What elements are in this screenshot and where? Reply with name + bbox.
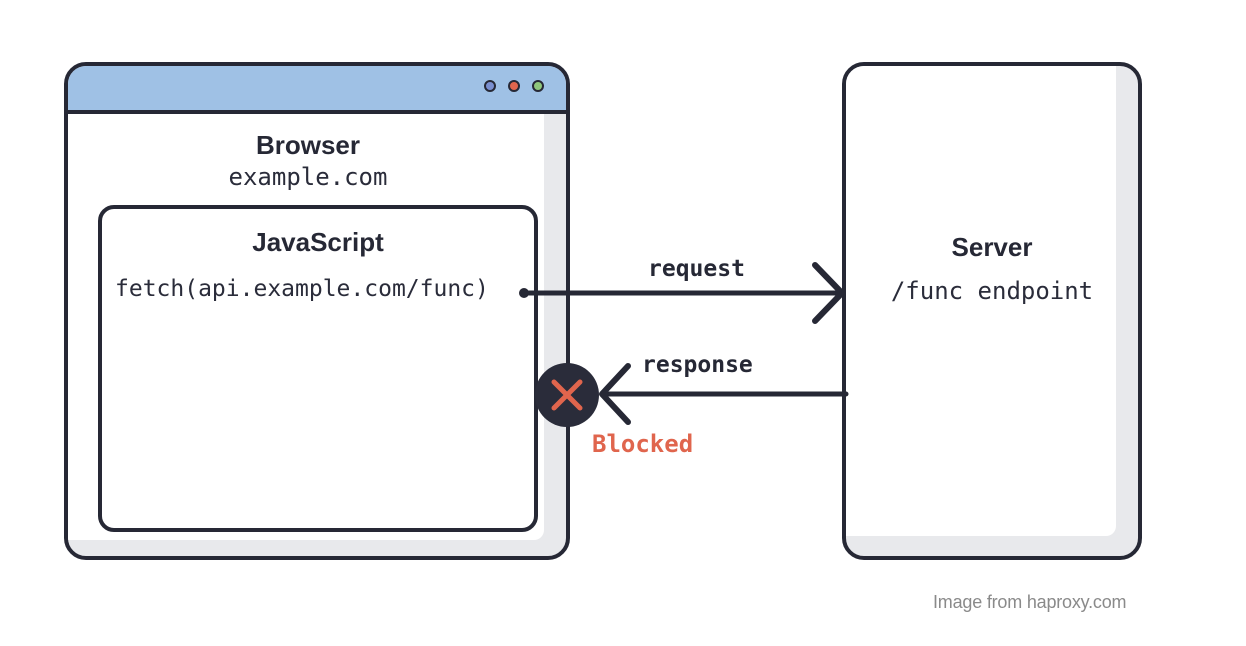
browser-origin: example.com [228,163,388,191]
response-arrow [599,363,849,425]
server-endpoint: /func endpoint [890,277,1094,305]
server-box [842,62,1142,560]
browser-titlebar [68,66,566,114]
request-label: request [648,256,745,282]
response-label: response [642,352,753,378]
window-dot-red [508,80,520,92]
javascript-box [98,205,538,532]
window-dot-blue [484,80,496,92]
window-dot-green [532,80,544,92]
image-credit: Image from haproxy.com [933,592,1127,612]
server-body [846,66,1116,536]
fetch-code: fetch(api.example.com/func) [115,276,489,302]
server-title: Server [951,232,1033,262]
request-arrow [519,262,845,324]
blocked-label: Blocked [592,430,694,458]
browser-title: Browser [255,130,361,160]
x-circle-icon [535,363,599,427]
javascript-title: JavaScript [252,227,384,257]
